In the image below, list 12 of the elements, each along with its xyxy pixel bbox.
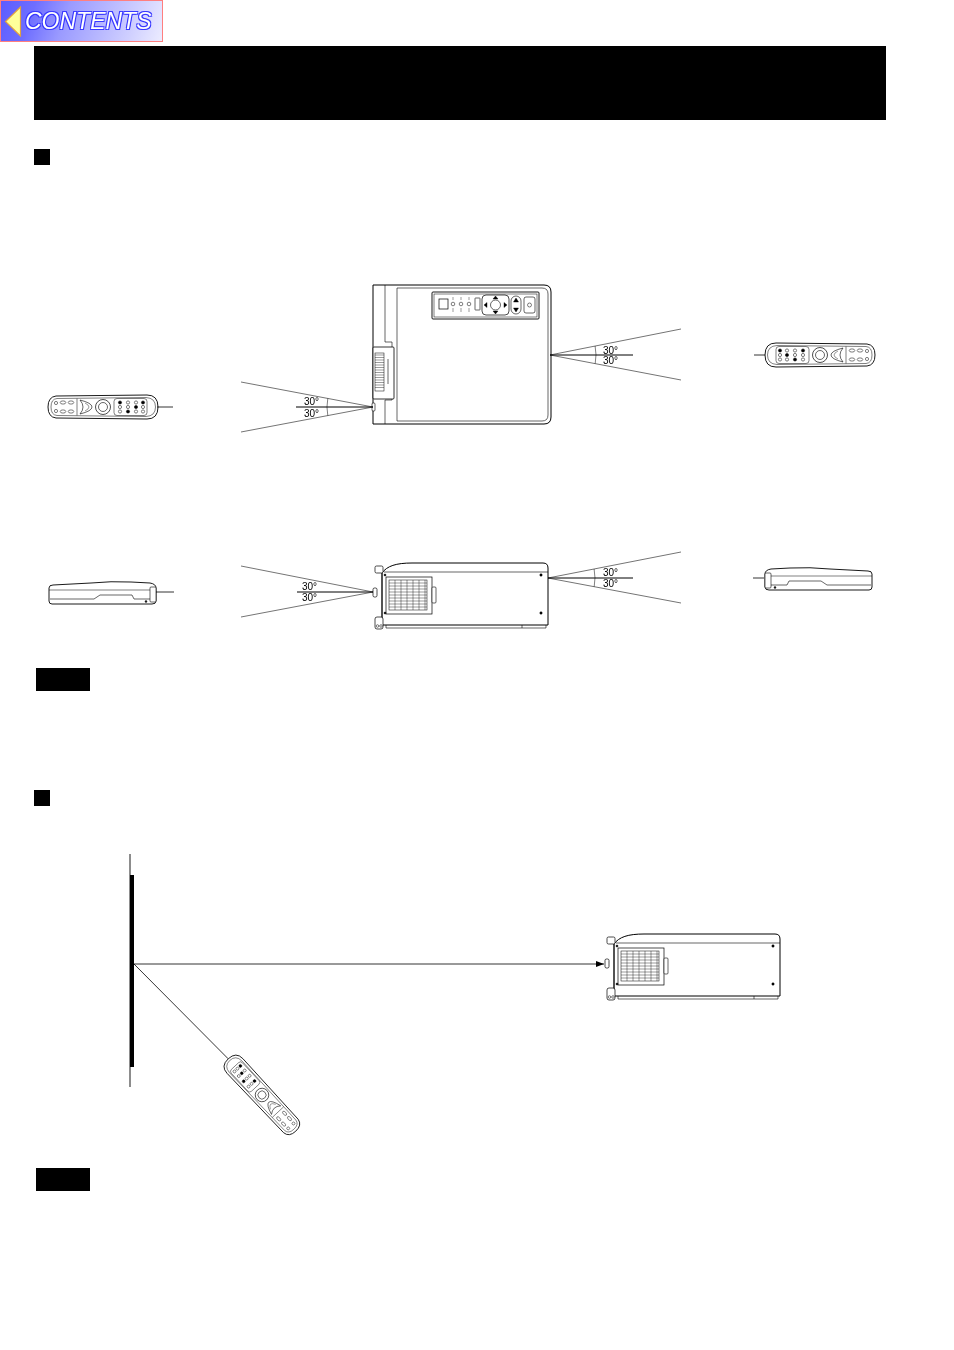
angle-label: 30° bbox=[304, 408, 320, 418]
angle-label: 30° bbox=[603, 568, 619, 577]
angle-label: 30° bbox=[603, 579, 619, 588]
projection-screen bbox=[129, 854, 134, 1087]
title-banner bbox=[34, 46, 886, 120]
angle-label: 30° bbox=[603, 345, 619, 355]
angle-label: 30° bbox=[603, 356, 619, 365]
signal-line bbox=[133, 963, 229, 1060]
projector-drawing bbox=[604, 932, 782, 1002]
angle-label: 30° bbox=[302, 593, 318, 602]
angle-label: 30° bbox=[304, 397, 320, 406]
angle-label: 30° bbox=[302, 581, 318, 591]
